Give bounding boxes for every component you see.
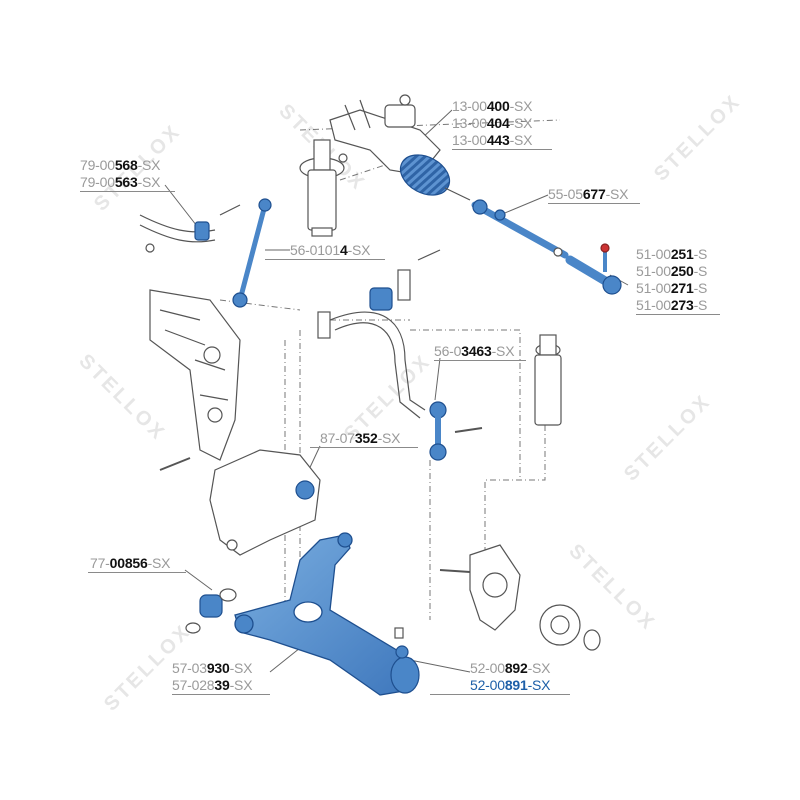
left-stabilizer-link: [232, 198, 272, 308]
label-underline: [548, 203, 640, 204]
label-steering-rack-1: 13-00400-SX: [452, 98, 533, 114]
label-underline: [172, 694, 270, 695]
right-stabilizer-link: [429, 401, 483, 461]
subframe-bracket: [149, 289, 241, 461]
stabilizer-bar-center: [317, 249, 441, 419]
label-underline: [310, 447, 418, 448]
knuckle-hub: [439, 544, 601, 651]
ball-joint: [390, 627, 420, 694]
label-tie-rod-end-2: 51-00250-S: [636, 263, 708, 279]
stabilizer-bar-left: [139, 204, 241, 253]
label-stab-bushing-2: 79-00563-SX: [80, 174, 161, 190]
label-underline: [88, 572, 186, 573]
steering-rack: [329, 94, 471, 201]
label-steering-rack-3: 13-00443-SX: [452, 132, 533, 148]
label-stab-link-left: 56-01014-SX: [290, 242, 371, 258]
label-subframe-mount: 87-07352-SX: [320, 430, 401, 446]
label-underline: [265, 259, 385, 260]
label-underline: [434, 360, 526, 361]
tie-rod: [471, 199, 569, 259]
label-underline: [430, 694, 570, 695]
right-strut: [534, 334, 562, 426]
label-tie-rod: 55-05677-SX: [548, 186, 629, 202]
label-steering-rack-2: 13-00404-SX: [452, 115, 533, 131]
label-tie-rod-end-4: 51-00273-S: [636, 297, 708, 313]
label-ball-joint-1: 52-00892-SX: [470, 660, 551, 676]
label-underline: [636, 314, 720, 315]
label-ball-joint-2: 52-00891-SX: [470, 677, 551, 693]
label-tie-rod-end-1: 51-00251-S: [636, 246, 708, 262]
subframe-mount: [159, 449, 321, 556]
label-arm-bushing: 77-00856-SX: [90, 555, 171, 571]
label-stab-link-right: 56-03463-SX: [434, 343, 515, 359]
label-control-arm-1: 57-03930-SX: [172, 660, 253, 676]
tie-rod-end: [553, 243, 622, 295]
label-control-arm-2: 57-02839-SX: [172, 677, 253, 693]
label-underline: [452, 149, 552, 150]
left-strut: [299, 139, 348, 237]
label-stab-bushing-1: 79-00568-SX: [80, 157, 161, 173]
label-underline: [80, 191, 175, 192]
label-tie-rod-end-3: 51-00271-S: [636, 280, 708, 296]
control-arm: [234, 532, 411, 696]
arm-bushings: [185, 588, 237, 634]
